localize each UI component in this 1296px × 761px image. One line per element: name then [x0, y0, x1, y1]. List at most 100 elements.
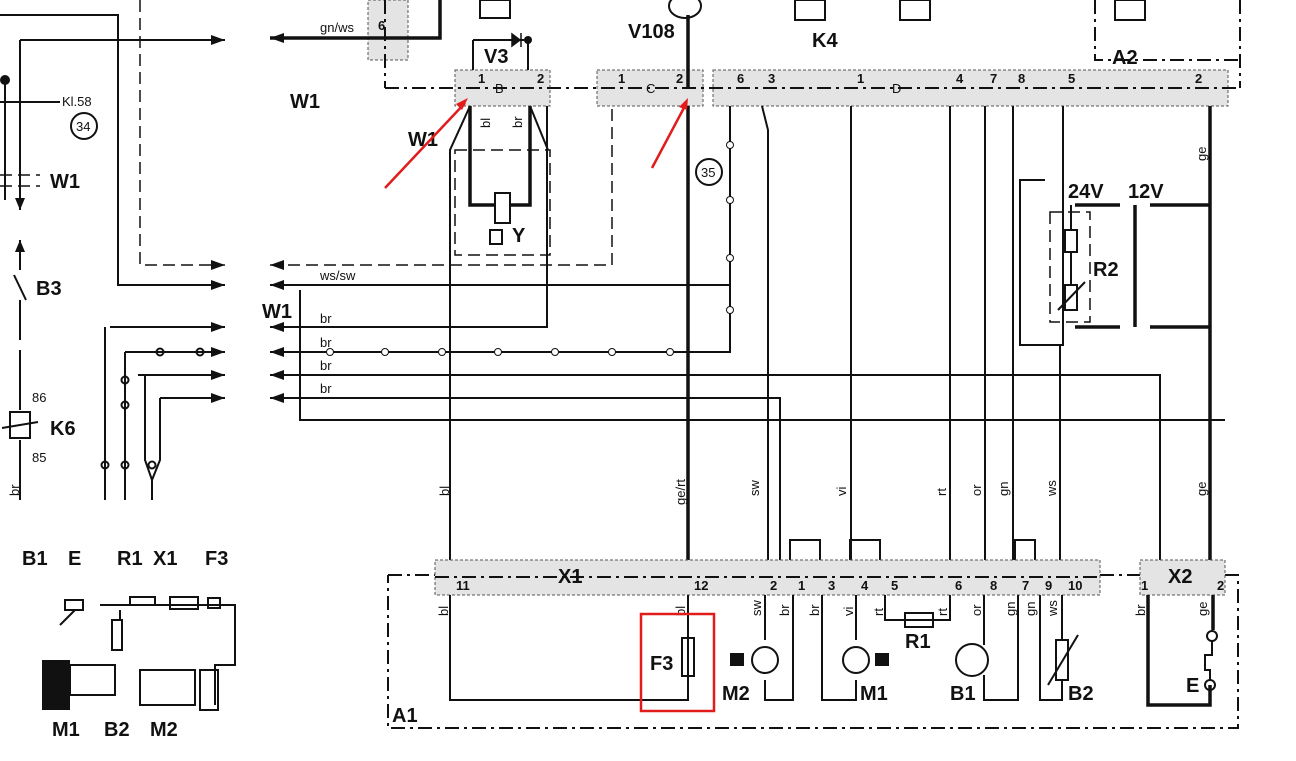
diagram-line	[15, 35, 225, 290]
label-W1-lower: W1	[262, 301, 292, 323]
diagram-line	[270, 106, 731, 353]
diagram-line	[726, 196, 734, 204]
diagram-line	[367, 0, 409, 61]
diagram-line	[120, 460, 130, 470]
diagram-label: bl	[673, 606, 688, 616]
red-box-F3	[639, 612, 716, 713]
diagram-label: 2	[676, 71, 683, 86]
diagram-line	[207, 597, 221, 609]
diagram-line	[100, 460, 110, 470]
diagram-line	[381, 348, 389, 356]
wire-gn: gn	[996, 482, 1011, 496]
fuse-F3	[681, 637, 695, 677]
top-connector-strip	[367, 0, 1241, 107]
wire-sw: sw	[747, 480, 762, 497]
diagram-line	[19, 39, 225, 210]
label-W1-top: W1	[290, 91, 320, 113]
label-Y: Y	[512, 225, 526, 247]
middle-wires	[270, 33, 1225, 575]
red-arrow-C2	[650, 103, 688, 169]
label-V3: V3	[484, 46, 508, 68]
diagram-line	[1047, 634, 1079, 686]
diagram-label: rt	[935, 608, 950, 616]
diagram-line	[9, 411, 31, 439]
diagram-line	[270, 106, 613, 266]
diagram-line	[387, 574, 1239, 729]
diagram-label: M1	[52, 719, 80, 741]
diagram-line	[821, 595, 857, 701]
diagram-label: C	[646, 81, 655, 96]
diagram-line	[494, 348, 502, 356]
ref-circle-34	[70, 112, 98, 140]
diagram-line	[1055, 639, 1069, 681]
diagram-line	[326, 348, 334, 356]
diagram-line	[679, 98, 688, 110]
component-layout-sketch	[42, 596, 236, 711]
ref-35: 35	[701, 165, 715, 180]
diagram-label: 5	[891, 578, 898, 593]
relay-components-top	[270, 0, 1146, 88]
diagram-line	[1019, 106, 1064, 575]
diagram-line	[524, 36, 532, 44]
diagram-line	[456, 98, 468, 110]
diagram-label: M2	[150, 719, 178, 741]
diagram-label: 11	[456, 578, 470, 593]
wire-br-2: br	[320, 335, 332, 350]
diagram-label: 2	[1195, 71, 1202, 86]
diagram-line	[270, 33, 284, 403]
diagram-line	[195, 347, 205, 357]
diagram-line	[1204, 641, 1213, 680]
diagram-line	[1206, 630, 1218, 642]
diagram-line	[666, 348, 674, 356]
diagram-label: gn	[1023, 602, 1038, 616]
diagram-line	[608, 348, 616, 356]
diagram-line	[169, 596, 199, 610]
diagram-line	[875, 653, 889, 666]
diagram-line	[794, 0, 826, 21]
label-kl58: Kl.58	[62, 94, 92, 109]
diagram-label: B	[495, 81, 504, 96]
diagram-label: rt	[871, 608, 886, 616]
diagram-line	[489, 229, 503, 245]
label-W1-left: W1	[50, 171, 80, 193]
wire-ge-top: ge	[1194, 147, 1209, 161]
wire-ws: ws	[1044, 480, 1059, 497]
diagram-line	[1057, 205, 1086, 311]
diagram-line	[120, 375, 130, 385]
diagram-line	[0, 14, 225, 286]
diagram-label: vi	[841, 607, 856, 617]
diagram-line	[904, 612, 934, 628]
vertical-wires	[686, 105, 1212, 575]
diagram-line	[1039, 595, 1063, 701]
diagram-line	[270, 106, 548, 328]
label-A1: A1	[392, 705, 418, 727]
diagram-label: 8	[990, 578, 997, 593]
diagram-label: B1	[22, 548, 48, 570]
diagram-label: 6	[378, 18, 385, 33]
top-connector-labels: 6 1 B 2 1 C 2 6 3 1 D 4 7 8 5 2	[378, 18, 1202, 96]
diagram-line	[449, 105, 549, 575]
label-B2: B2	[1068, 683, 1094, 705]
x1-pin-labels: 11 12 2 1 3 4 5 6 8 7 9 10 1 2	[456, 578, 1224, 593]
diagram-line	[0, 174, 40, 187]
diagram-line	[270, 374, 1161, 575]
left-circuit	[0, 0, 225, 500]
diagram-line	[111, 619, 123, 651]
wire-vi: vi	[834, 487, 849, 497]
component-Y	[449, 105, 551, 575]
diagram-label: bl	[436, 606, 451, 616]
pin-85: 85	[32, 450, 46, 465]
diagram-label: sw	[749, 600, 764, 617]
label-W1-mid: W1	[408, 129, 438, 151]
wire-br-k6: br	[7, 484, 22, 496]
label-B1: B1	[950, 683, 976, 705]
diagram-line	[211, 260, 225, 270]
wire-br-4: br	[320, 381, 332, 396]
component-R2	[1049, 203, 1210, 329]
diagram-line	[64, 599, 84, 611]
wire-br-3: br	[320, 358, 332, 373]
diagram-label: X1	[153, 548, 177, 570]
diagram-line	[155, 347, 165, 357]
diagram-line	[120, 400, 130, 410]
diagram-line	[789, 539, 1036, 575]
